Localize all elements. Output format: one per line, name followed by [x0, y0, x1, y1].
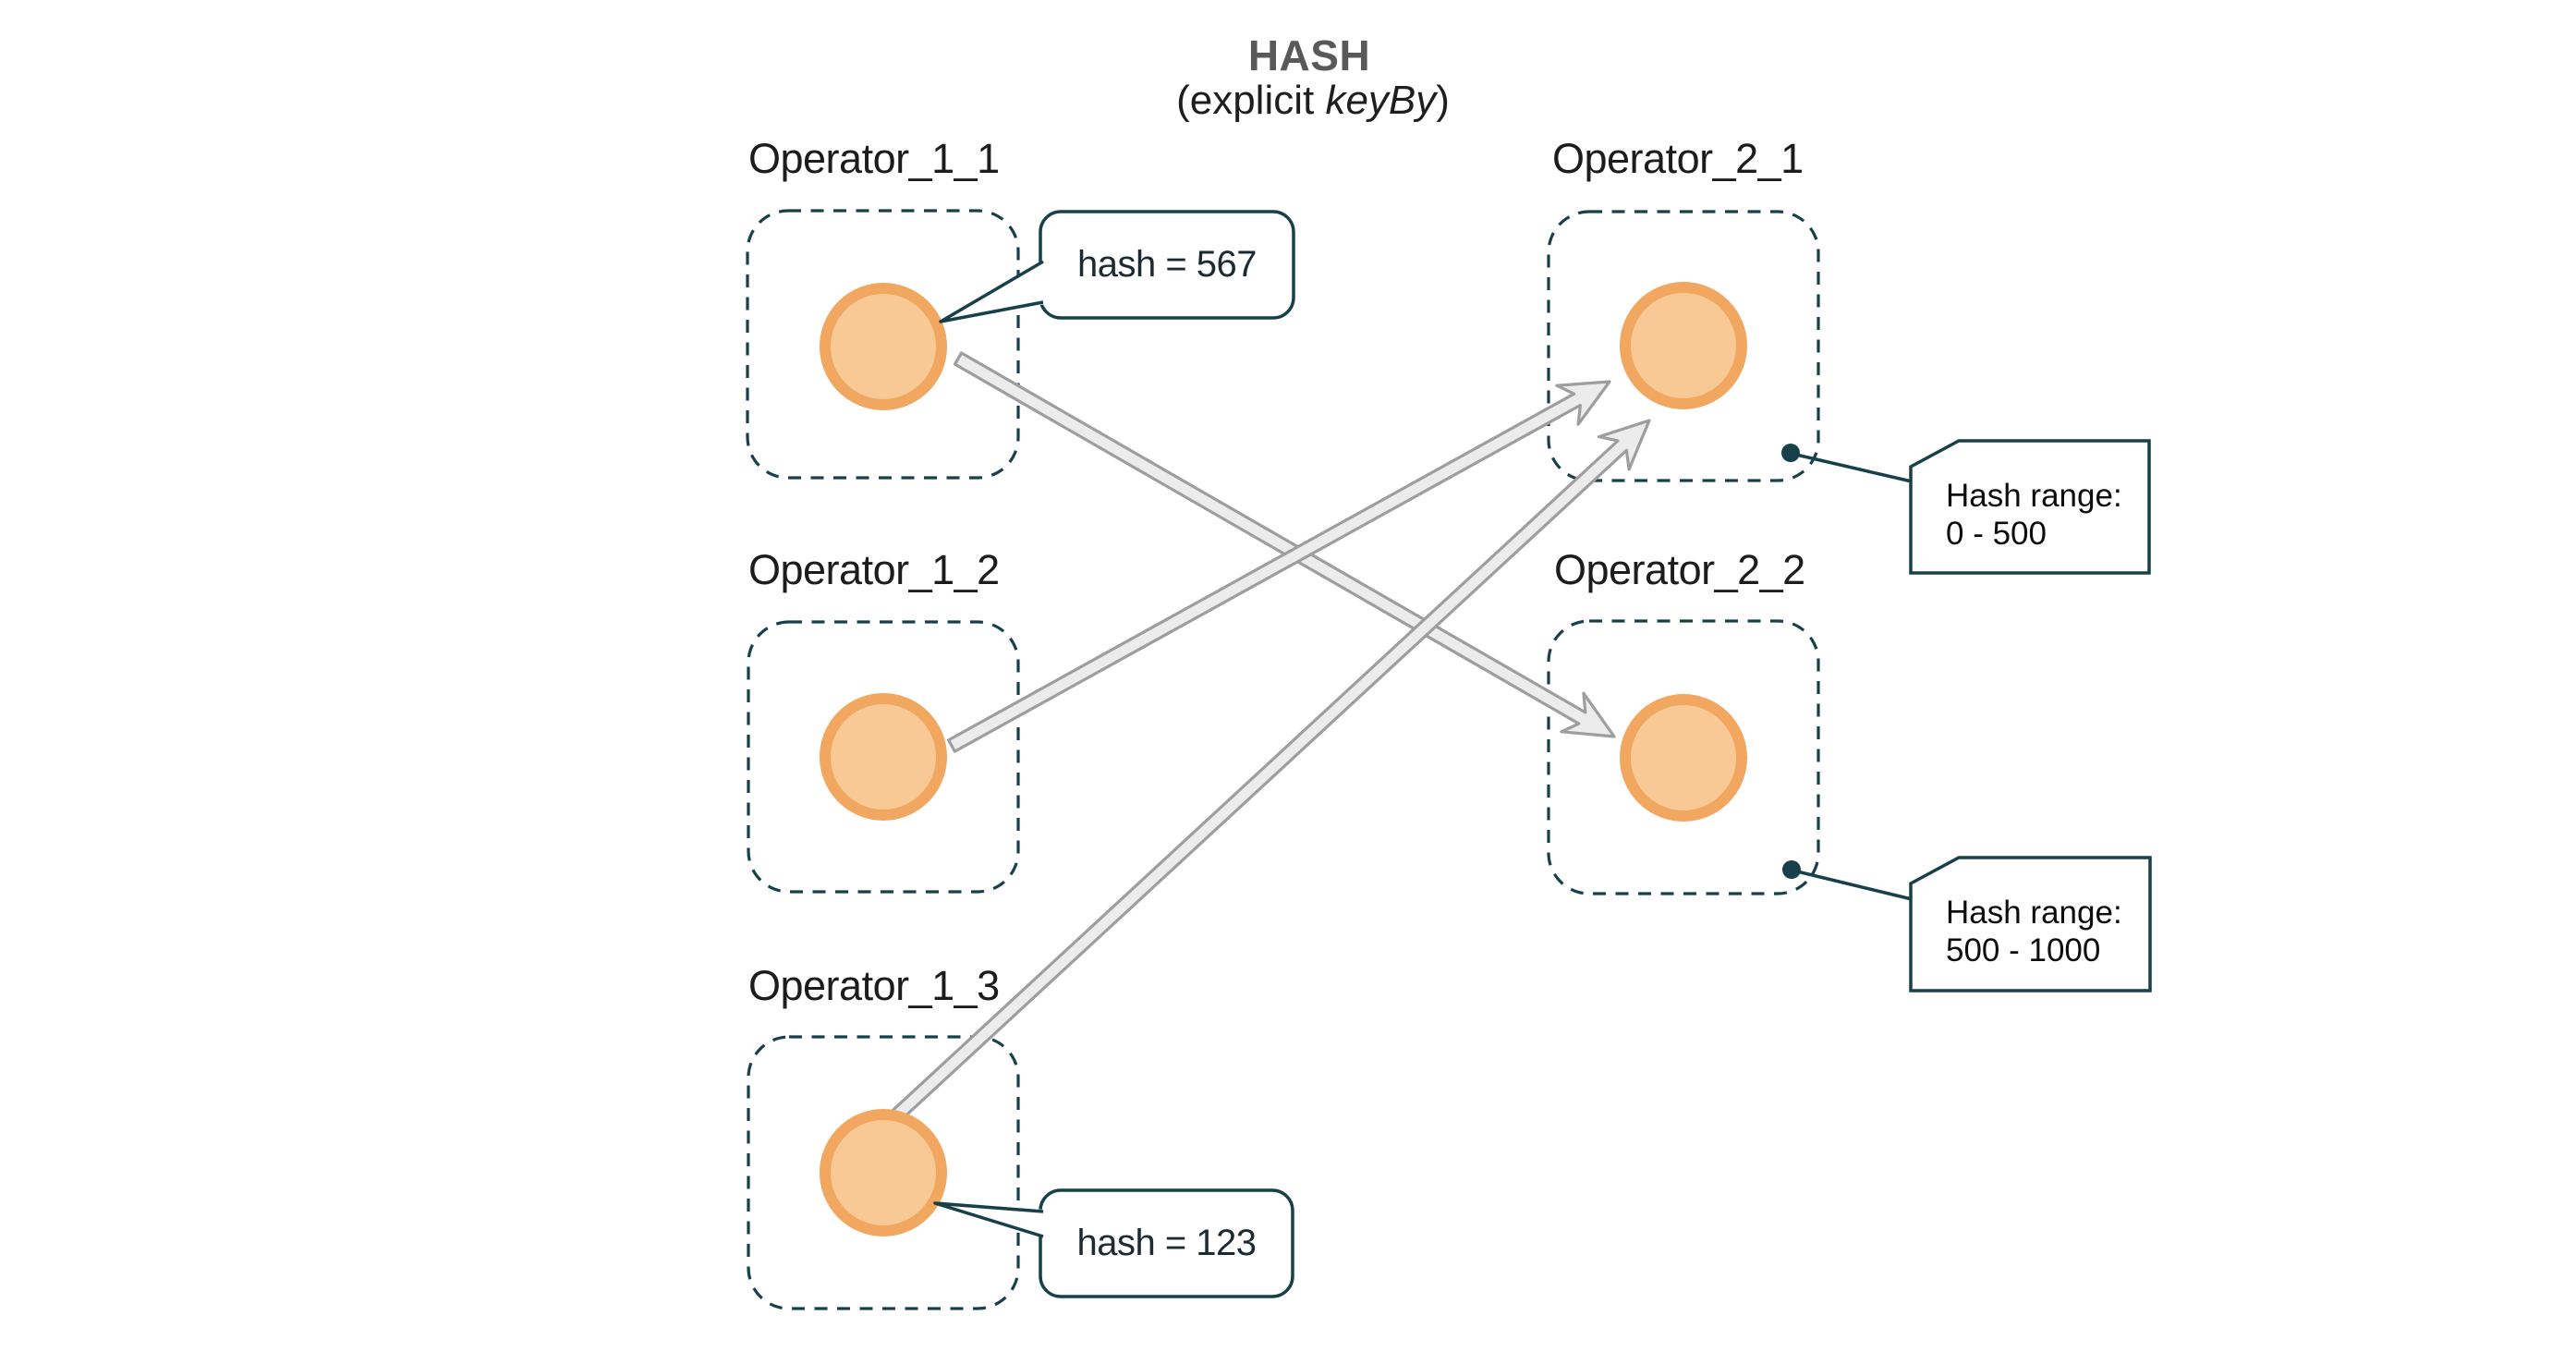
note-anchor-dot-2	[1782, 860, 1801, 879]
operator-label-2-1: Operator_2_1	[1552, 135, 1804, 182]
note-text-2-line1: Hash range:	[1946, 895, 2122, 931]
note-tail-1	[1795, 453, 1913, 483]
operator-box-1-1	[746, 209, 1020, 480]
operator-label-1-2: Operator_1_2	[748, 546, 1000, 593]
callout-text-hash-567: hash = 567	[1076, 244, 1258, 285]
operator-boxes	[746, 209, 1820, 1310]
operator-box-2-2	[1547, 619, 1820, 895]
callout-tail-123	[933, 1201, 1044, 1238]
operator-label-1-1: Operator_1_1	[748, 135, 1000, 182]
subtask-circles	[820, 282, 1747, 1236]
subtask-circle-2-1	[1620, 282, 1747, 409]
flow-arrow-1-1-to-2-2	[953, 351, 1616, 738]
subtask-circle-1-3	[820, 1109, 947, 1236]
callout-tail-567	[939, 260, 1044, 323]
diagram-title: HASH	[1247, 31, 1371, 79]
subtask-circle-1-1	[820, 283, 947, 410]
hash-callouts	[933, 210, 1295, 1298]
note-text-1-line1: Hash range:	[1946, 478, 2122, 514]
diagram-subtitle-suffix: )	[1436, 78, 1450, 123]
operator-box-1-2	[747, 620, 1020, 894]
note-text-hash-range-1: Hash range: 0 - 500	[1946, 477, 2122, 553]
note-shape-1	[1909, 439, 2151, 575]
note-shape-2	[1909, 856, 2152, 993]
flow-arrows	[885, 351, 1651, 1127]
flow-arrow-1-2-to-2-1	[946, 380, 1611, 753]
callout-bubble-123	[1039, 1188, 1294, 1298]
note-anchor-dots	[1781, 444, 1801, 879]
subtask-circle-1-2	[820, 693, 947, 821]
diagram-subtitle-keyby: keyBy	[1325, 78, 1437, 123]
operator-label-1-3: Operator_1_3	[748, 962, 1000, 1009]
note-text-1-line2: 0 - 500	[1946, 516, 2047, 552]
note-text-hash-range-2: Hash range: 500 - 1000	[1946, 894, 2122, 969]
flow-arrow-1-3-to-2-1	[885, 419, 1651, 1127]
note-shapes	[1909, 439, 2152, 993]
note-tail-2	[1796, 870, 1913, 901]
diagram-subtitle: (explicit keyBy)	[1176, 78, 1450, 124]
note-text-2-line2: 500 - 1000	[1946, 932, 2101, 968]
diagram-subtitle-prefix: (explicit	[1176, 78, 1326, 123]
callout-text-hash-123: hash = 123	[1076, 1223, 1257, 1263]
operator-box-1-3	[747, 1035, 1020, 1310]
operator-label-2-2: Operator_2_2	[1554, 546, 1805, 593]
operator-box-2-1	[1547, 210, 1820, 482]
note-connectors	[1795, 453, 1913, 901]
note-anchor-dot-1	[1781, 444, 1800, 462]
subtask-circle-2-2	[1620, 694, 1747, 822]
